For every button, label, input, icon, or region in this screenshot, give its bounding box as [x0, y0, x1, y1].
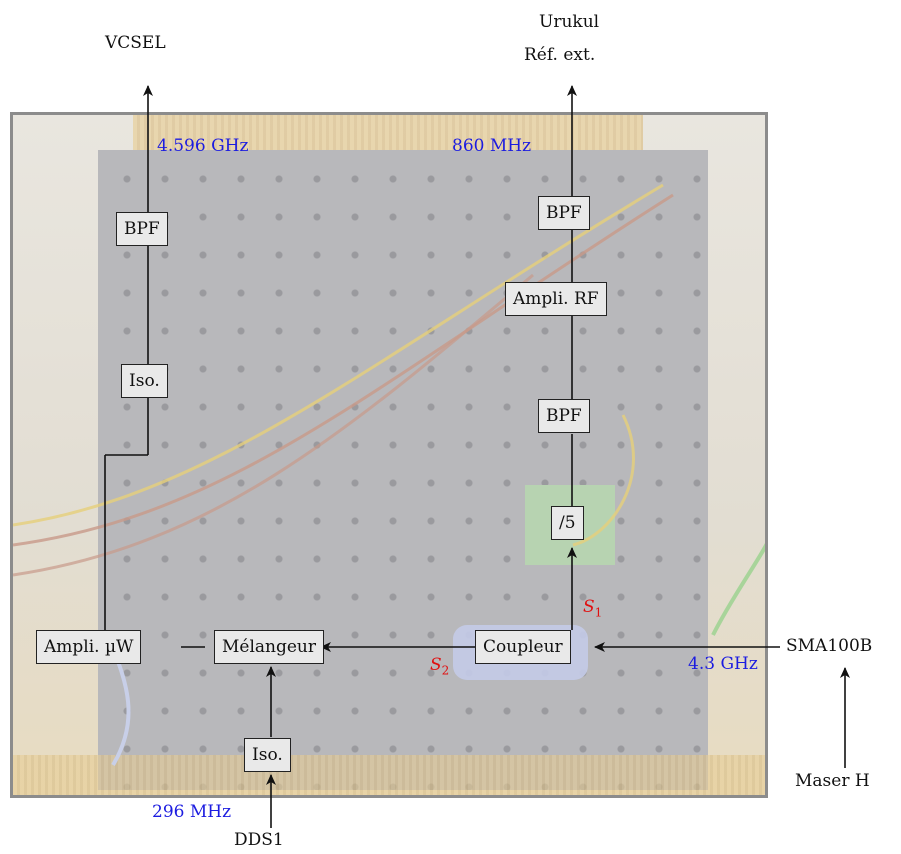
bpf-right-lower-box: BPF [538, 399, 590, 433]
ref-ext-label: Réf. ext. [524, 45, 595, 65]
bpf-left-box: BPF [116, 212, 168, 246]
melangeur-box: Mélangeur [214, 630, 324, 664]
signal-s1-label: S1 [583, 597, 602, 619]
ampli-uw-box: Ampli. µW [36, 630, 141, 664]
isolator-bottom-box: Iso. [244, 738, 291, 772]
isolator-left-box: Iso. [121, 364, 168, 398]
coupleur-box: Coupleur [475, 630, 571, 664]
freq-vcsel-label: 4.596 GHz [157, 136, 248, 156]
sma100b-label: SMA100B [786, 636, 872, 656]
vcsel-label: VCSEL [105, 33, 166, 53]
freq-sma-label: 4.3 GHz [688, 654, 758, 674]
ampli-rf-box: Ampli. RF [505, 282, 607, 316]
bpf-right-upper-box: BPF [538, 196, 590, 230]
maser-label: Maser H [795, 771, 870, 791]
urukul-label: Urukul [539, 12, 599, 32]
freq-urukul-label: 860 MHz [452, 136, 531, 156]
divider-by-5-box: /5 [551, 506, 584, 540]
signal-s2-label: S2 [430, 655, 449, 677]
freq-dds-label: 296 MHz [152, 802, 231, 822]
dds1-label: DDS1 [234, 830, 284, 850]
